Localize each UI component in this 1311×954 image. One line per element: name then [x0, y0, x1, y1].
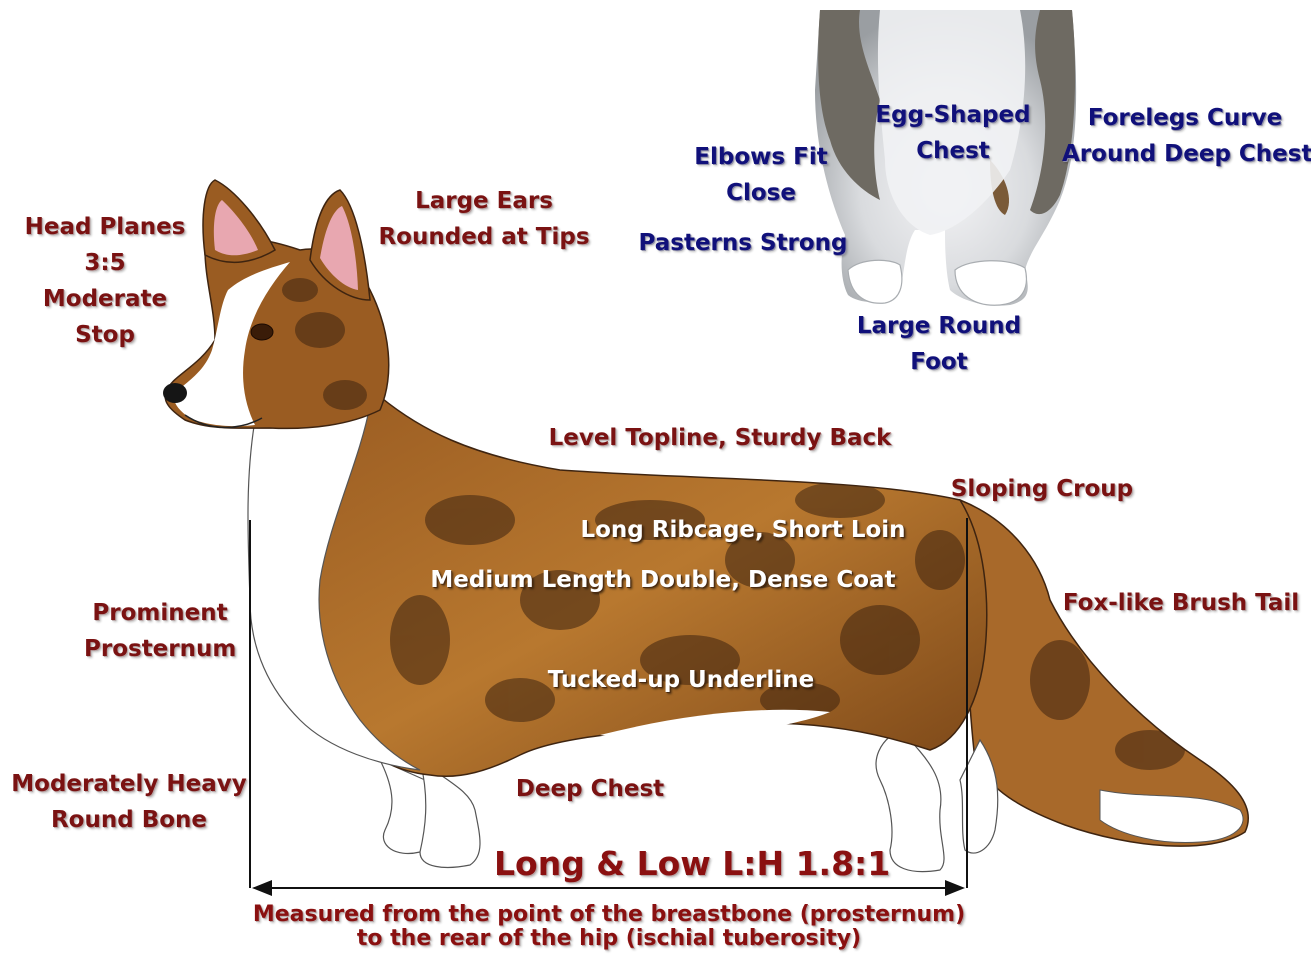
label-head-planes: Head Planes 3:5 Moderate Stop	[22, 209, 188, 353]
label-large-foot: Large Round Foot	[852, 308, 1026, 380]
label-ribcage: Long Ribcage, Short Loin	[574, 512, 912, 548]
label-long-low: Long & Low L:H 1.8:1	[494, 844, 890, 884]
label-prosternum: Prominent Prosternum	[84, 595, 236, 667]
label-deep-chest: Deep Chest	[512, 771, 668, 807]
label-coat: Medium Length Double, Dense Coat	[430, 562, 896, 598]
label-egg-chest: Egg-Shaped Chest	[868, 97, 1038, 169]
label-croup: Sloping Croup	[950, 471, 1134, 507]
label-bone: Moderately Heavy Round Bone	[8, 766, 250, 838]
label-topline: Level Topline, Sturdy Back	[540, 420, 900, 456]
label-pasterns: Pasterns Strong	[636, 225, 850, 261]
dog-eye	[251, 324, 273, 340]
dog-nose	[163, 383, 187, 403]
label-tail: Fox-like Brush Tail	[1052, 585, 1310, 621]
label-large-ears: Large Ears Rounded at Tips	[376, 183, 592, 255]
label-underline: Tucked-up Underline	[544, 662, 818, 698]
label-measured: Measured from the point of the breastbon…	[226, 903, 992, 951]
label-forelegs-curve: Forelegs Curve Around Deep Chest	[1062, 100, 1308, 172]
arrow-head-right	[945, 880, 965, 896]
arrow-head-left	[252, 880, 272, 896]
front-paws	[848, 260, 1026, 305]
label-elbows-fit: Elbows Fit Close	[686, 139, 836, 211]
